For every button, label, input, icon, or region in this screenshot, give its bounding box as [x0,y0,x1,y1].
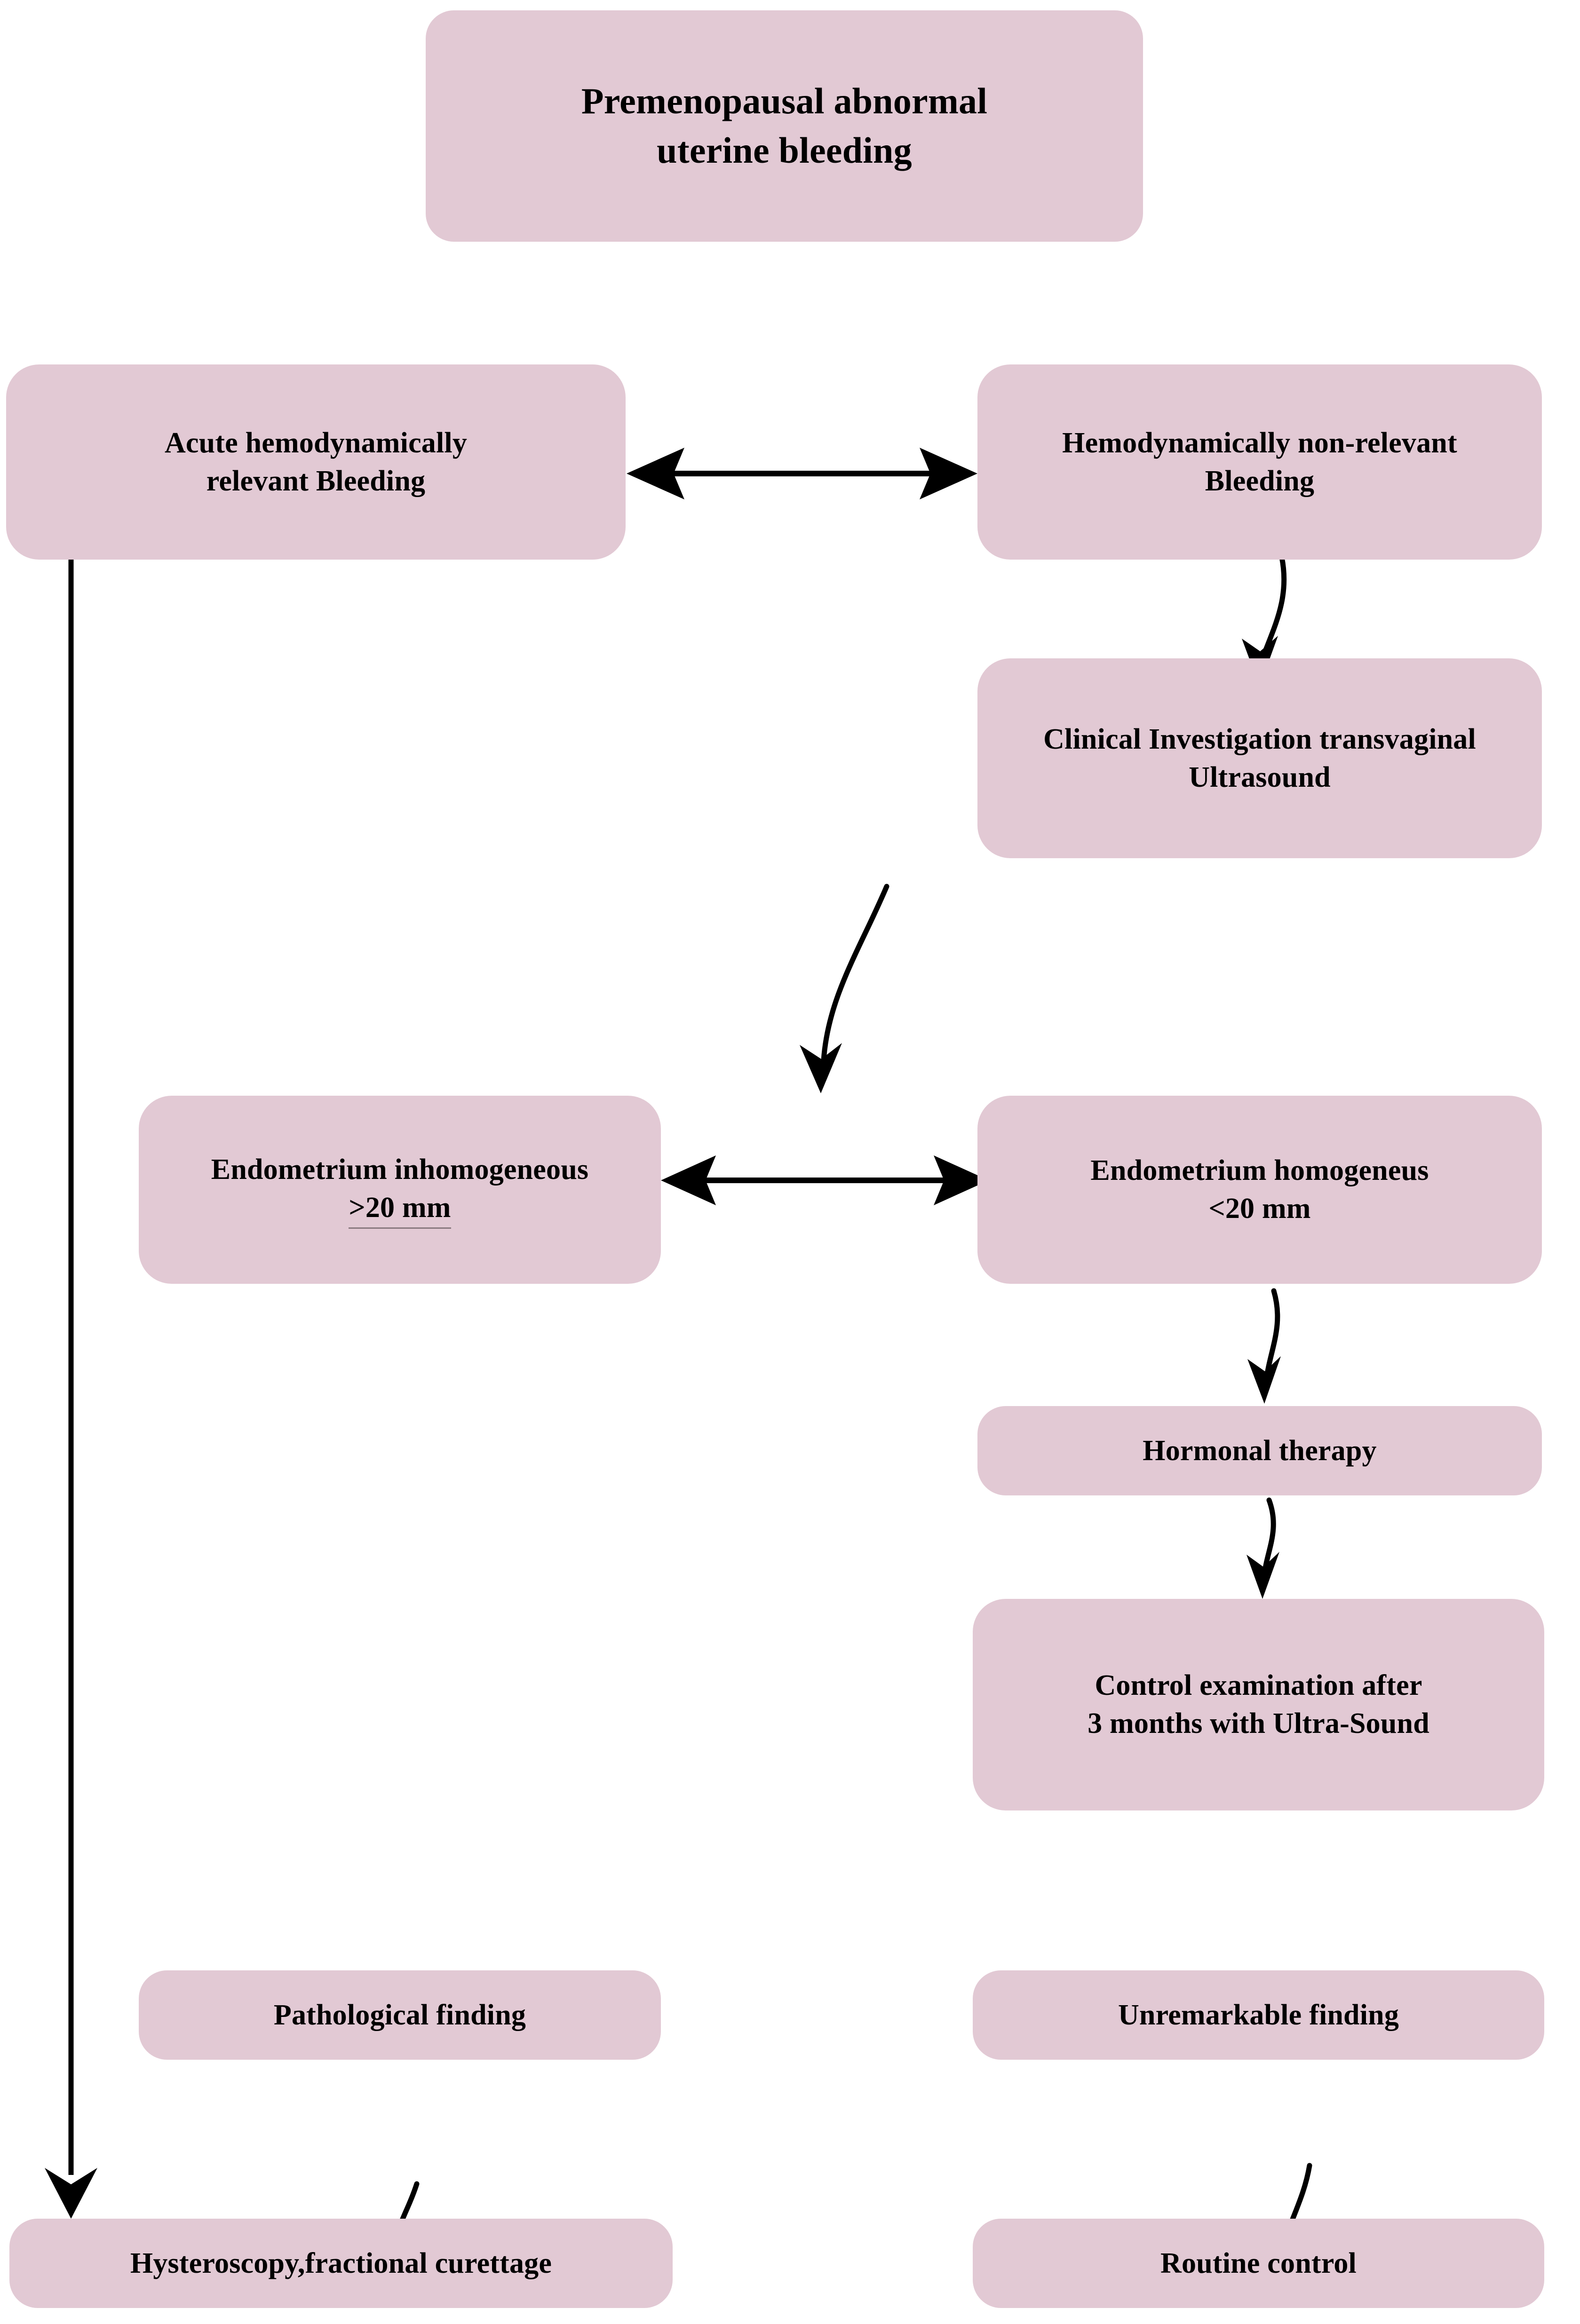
edge-homogeneus-to-hormonal [1247,1288,1281,1404]
edge-inhomogeneous-to-homogeneus [661,1155,989,1205]
node-title[interactable]: Premenopausal abnormal uterine bleeding [426,10,1143,242]
node-control-examination[interactable]: Control examination after 3 months with … [973,1599,1544,1810]
node-hormonal-therapy[interactable]: Hormonal therapy [977,1406,1542,1495]
node-acute-hemodynamically-relevant-bleeding[interactable]: Acute hemodynamically relevant Bleeding [6,364,626,560]
node-clinical-investigation-transvaginal-ultrasound[interactable]: Clinical Investigation transvaginal Ultr… [977,658,1542,858]
edge-investigation-to-inhomogeneous [800,884,889,1093]
node-hysteroscopy-fractional-curettage[interactable]: Hysteroscopy,fractional curettage [9,2219,673,2308]
edge-acute-to-nonrelevant [627,448,977,499]
edge-acute-to-hysteroscopy [45,553,97,2219]
node-endometrium-inhomogeneous[interactable]: Endometrium inhomogeneous >20 mm [139,1096,661,1284]
node-hemodynamically-non-relevant-bleeding[interactable]: Hemodynamically non-relevant Bleeding [977,364,1542,560]
endometrium-inhomogeneous-line2: >20 mm [349,1189,451,1229]
edge-hormonal-to-control [1247,1497,1279,1599]
node-endometrium-homogeneus[interactable]: Endometrium homogeneus <20 mm [977,1096,1542,1284]
endometrium-inhomogeneous-line1: Endometrium inhomogeneous [211,1154,589,1186]
node-routine-control[interactable]: Routine control [973,2219,1544,2308]
node-pathological-finding[interactable]: Pathological finding [139,1970,661,2060]
node-unremarkable-finding[interactable]: Unremarkable finding [973,1970,1544,2060]
